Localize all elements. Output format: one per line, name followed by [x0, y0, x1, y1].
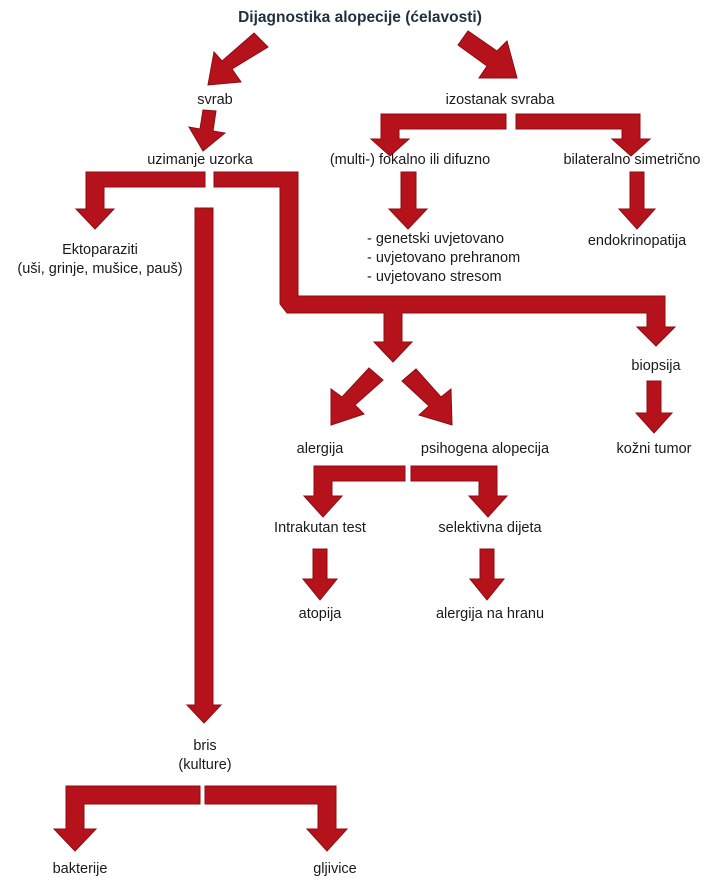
arrow-to-alergija: [330, 367, 384, 426]
node-alergija: alergija: [296, 441, 344, 457]
node-intrakutan-test: Intrakutan test: [274, 520, 366, 536]
node-biopsija: biopsija: [631, 358, 681, 374]
arrow-bris-to-bakterije: [52, 785, 201, 852]
arrow-to-psihogena: [401, 368, 453, 426]
node-gljivice: gljivice: [313, 861, 357, 877]
node-kozni-tumor: kožni tumor: [616, 441, 692, 457]
arrow-title-to-svrab: [207, 32, 269, 86]
node-bilateralno-simetricno: bilateralno simetrično: [563, 152, 701, 168]
node-bakterije: bakterije: [52, 861, 108, 877]
arrow-title-to-izostanak: [457, 30, 518, 79]
arrow-uzorak-main-path: [213, 171, 677, 363]
arrow-izostanak-branch-right: [515, 113, 652, 157]
node-genetski-uvjetovano: - genetski uvjetovano: [367, 231, 505, 247]
node-alergija-na-hranu: alergija na hranu: [435, 606, 545, 622]
node-psihogena-alopecija: psihogena alopecija: [420, 441, 550, 457]
node-ektoparaziti: Ektoparaziti: [62, 242, 138, 258]
arrow-svrab-to-uzorak: [188, 109, 227, 152]
node-selektivna-dijeta: selektivna dijeta: [438, 520, 542, 536]
node-endokrinopatija: endokrinopatija: [587, 233, 687, 249]
arrow-biopsija-down: [634, 380, 674, 434]
arrow-uzorak-to-ektoparaziti: [74, 171, 206, 230]
node-uvjetovano-stresom: - uvjetovano stresom: [367, 269, 502, 285]
node-bris: bris: [193, 738, 217, 754]
arrow-izostanak-branch-left: [369, 113, 507, 157]
arrow-bilateralno-down: [617, 171, 657, 230]
arrow-bris-to-gljivice: [204, 785, 349, 852]
arrow-alergija-to-intrakutan: [302, 465, 406, 518]
node-ektoparaziti-detail: (uši, grinje, mušice, pauš): [17, 261, 183, 277]
node-svrab: svrab: [197, 92, 233, 108]
arrow-selektivna-to-hrana: [468, 548, 506, 601]
diagram-title: Dijagnostika alopecije (ćelavosti): [238, 9, 482, 26]
node-fokalno-difuzno: (multi-) fokalno ili difuzno: [329, 152, 491, 168]
arrow-uzorak-to-bris: [185, 207, 223, 724]
node-uzimanje-uzorka: uzimanje uzorka: [147, 152, 253, 168]
node-bris-kulture: (kulture): [178, 757, 232, 773]
node-atopija: atopija: [298, 606, 342, 622]
arrow-intrakutan-to-atopija: [301, 548, 339, 601]
arrow-fokalno-down: [387, 171, 429, 230]
arrow-psihogena-to-selektivna: [410, 465, 509, 518]
node-uvjetovano-prehranom: - uvjetovano prehranom: [367, 250, 521, 266]
node-izostanak-svraba: izostanak svraba: [445, 92, 555, 108]
